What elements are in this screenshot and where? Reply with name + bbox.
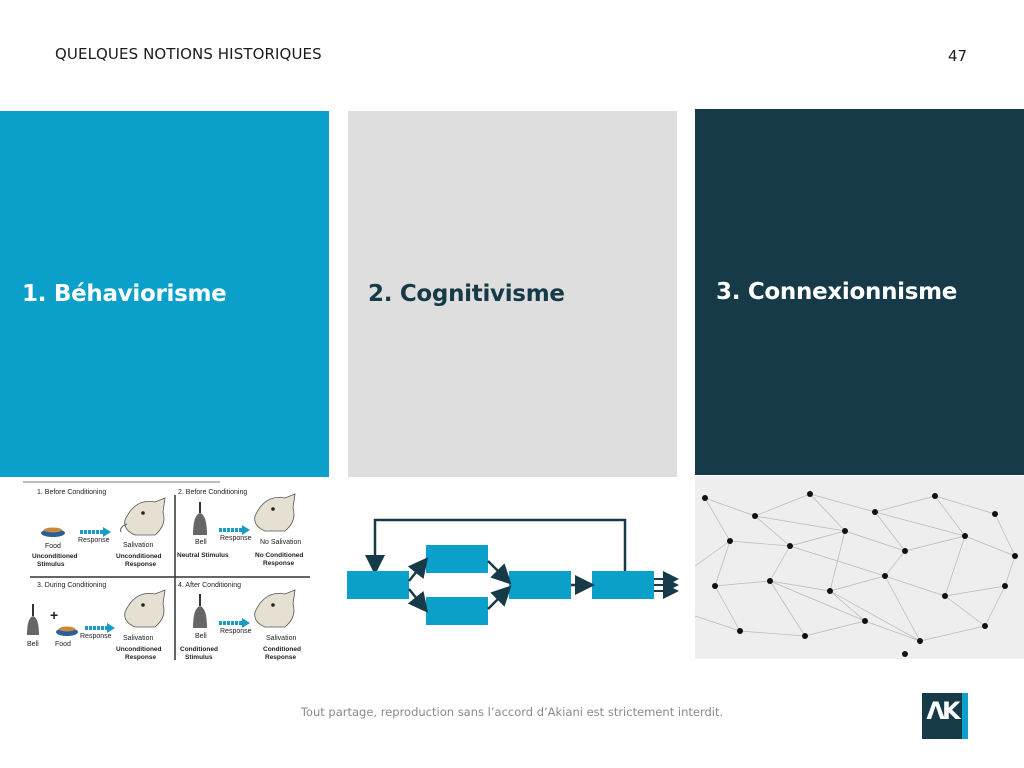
unconditioned-response-label-2: Response — [125, 561, 156, 568]
connectionism-panel: 3. Connexionnisme — [695, 109, 1024, 475]
pavlov-conditioning-illustration: 1. Before Conditioning 2. Before Conditi… — [15, 480, 315, 665]
dog-head-icon — [254, 589, 296, 628]
bell-icon — [193, 594, 207, 628]
processing-flow-diagram — [347, 518, 679, 625]
behaviorism-panel: 1. Béhaviorisme — [0, 111, 329, 477]
response-label-2: Response — [220, 535, 252, 542]
bell-label-3: Bell — [195, 633, 207, 640]
unconditioned-stimulus-label: Unconditioned — [32, 553, 78, 560]
salivation-label-3: Salivation — [266, 635, 296, 642]
copyright-notice: Tout partage, reproduction sans l’accord… — [300, 705, 724, 719]
food-label-2: Food — [55, 641, 71, 648]
response-label-3: Response — [80, 633, 112, 640]
bell-label-1: Bell — [195, 539, 207, 546]
food-bowl-icon — [56, 626, 78, 636]
network-nodes — [702, 491, 1018, 657]
neutral-stimulus-label: Neutral Stimulus — [177, 552, 229, 559]
food-label: Food — [45, 543, 61, 550]
flow-box — [509, 571, 571, 599]
no-conditioned-response-label: No Conditioned — [255, 552, 303, 559]
dog-head-icon — [124, 589, 166, 628]
slide-title: QUELQUES NOTIONS HISTORIQUES — [55, 45, 322, 63]
logo-text: ΛK — [926, 697, 960, 725]
cognitivism-panel: 2. Cognitivisme — [348, 111, 677, 477]
salivation-label-2: Salivation — [123, 635, 153, 642]
food-bowl-icon — [41, 527, 65, 537]
dog-head-icon — [254, 493, 296, 532]
conditioned-response-label-2: Response — [265, 654, 296, 661]
dog-head-icon — [120, 497, 166, 536]
no-salivation-label: No Salivation — [260, 539, 301, 546]
plus-icon: + — [50, 607, 58, 623]
flow-box — [347, 571, 409, 599]
bell-label-2: Bell — [27, 641, 39, 648]
response-label-1: Response — [78, 537, 110, 544]
step1-label: 1. Before Conditioning — [37, 489, 106, 496]
cognitivism-label: 2. Cognitivisme — [368, 281, 565, 307]
behaviorism-label: 1. Béhaviorisme — [22, 281, 227, 307]
flow-box — [592, 571, 654, 599]
unconditioned-stimulus-label-2: Stimulus — [37, 561, 65, 568]
flow-box — [426, 545, 488, 573]
flow-box — [426, 597, 488, 625]
bell-icon — [193, 502, 207, 535]
response-label-4: Response — [220, 628, 252, 635]
unconditioned-response-label-4: Response — [125, 654, 156, 661]
page-number: 47 — [948, 47, 968, 65]
neural-network-image — [695, 476, 1024, 659]
step4-label: 4. After Conditioning — [178, 582, 241, 589]
step2-label: 2. Before Conditioning — [178, 489, 247, 496]
salivation-label-1: Salivation — [123, 542, 153, 549]
no-conditioned-response-label-2: Response — [263, 560, 294, 567]
connectionism-label: 3. Connexionnisme — [716, 279, 958, 305]
bell-icon — [27, 604, 39, 635]
conditioned-stimulus-label: Conditioned — [180, 646, 218, 653]
step3-label: 3. During Conditioning — [37, 582, 106, 589]
conditioned-stimulus-label-2: Stimulus — [185, 654, 213, 661]
conditioned-response-label: Conditioned — [263, 646, 301, 653]
unconditioned-response-label-3: Unconditioned — [116, 646, 162, 653]
akiani-logo: ΛK — [922, 693, 968, 739]
unconditioned-response-label: Unconditioned — [116, 553, 162, 560]
logo-accent — [962, 693, 968, 739]
